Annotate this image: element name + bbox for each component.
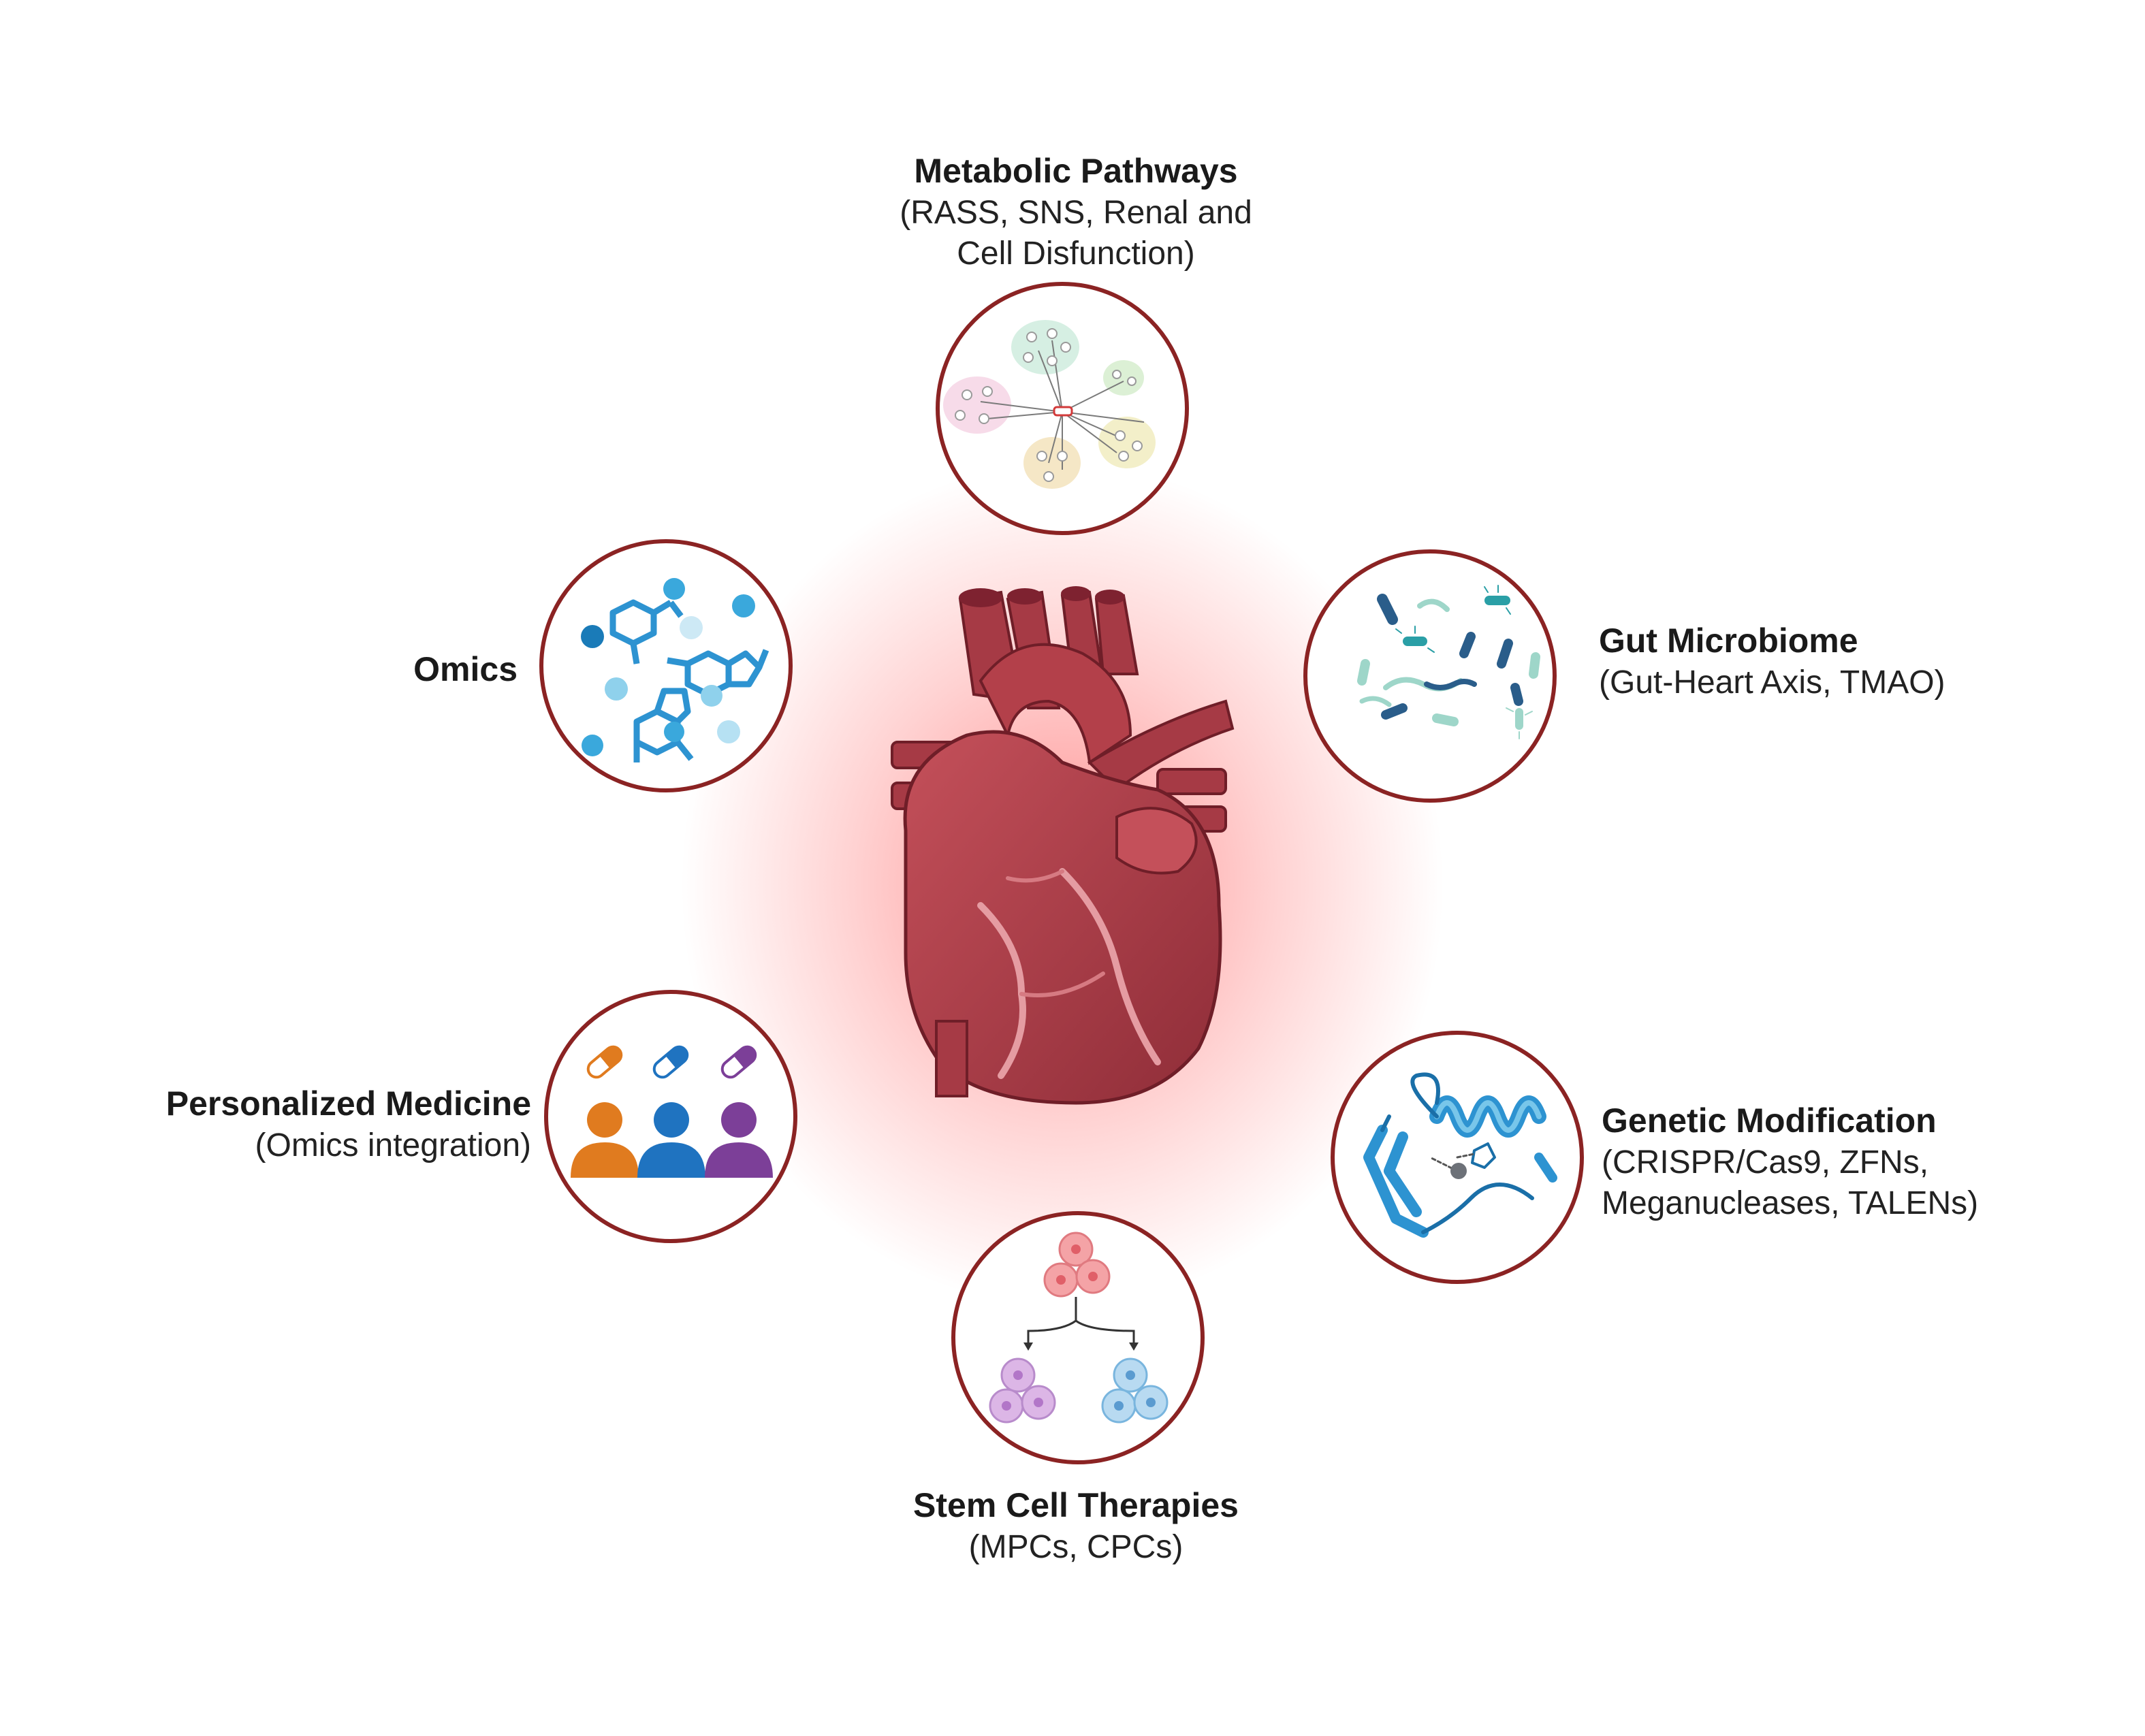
genetic-title: Genetic Modification bbox=[1602, 1102, 1937, 1140]
molecule-icon bbox=[581, 578, 769, 762]
genetic-node-circle bbox=[1331, 1031, 1584, 1284]
metabolic-subtitle-line-1: (RASS, SNS, Renal and bbox=[900, 194, 1252, 231]
metal-ion-dot bbox=[1450, 1163, 1467, 1179]
gut-label: Gut Microbiome (Gut-Heart Axis, TMAO) bbox=[1599, 620, 2062, 703]
patients-with-pills-icon bbox=[571, 1045, 773, 1178]
personalized-title: Personalized Medicine bbox=[165, 1084, 531, 1123]
stem-label: Stem Cell Therapies (MPCs, CPCs) bbox=[838, 1484, 1314, 1568]
personalized-node-circle bbox=[544, 990, 797, 1243]
metabolic-title: Metabolic Pathways bbox=[914, 152, 1238, 190]
metabolic-label: Metabolic Pathways (RASS, SNS, Renal and… bbox=[824, 150, 1328, 274]
omics-title: Omics bbox=[413, 650, 518, 688]
heart-icon bbox=[891, 586, 1235, 1105]
genetic-subtitle-line-2: Meganucleases, TALENs) bbox=[1602, 1185, 1979, 1221]
pathway-network-icon bbox=[943, 320, 1156, 489]
stem-subtitle-line-1: (MPCs, CPCs) bbox=[968, 1528, 1183, 1565]
metabolic-node-circle bbox=[936, 282, 1189, 535]
personalized-subtitle-line-1: (Omics integration) bbox=[255, 1127, 531, 1163]
gut-node-circle bbox=[1303, 549, 1557, 803]
stem-cell-differentiation-icon bbox=[989, 1232, 1169, 1424]
omics-label: Omics bbox=[313, 648, 518, 691]
genetic-subtitle-line-1: (CRISPR/Cas9, ZFNs, bbox=[1602, 1144, 1929, 1180]
genetic-label: Genetic Modification (CRISPR/Cas9, ZFNs,… bbox=[1602, 1099, 2092, 1224]
omics-node-circle bbox=[539, 539, 793, 792]
gut-title: Gut Microbiome bbox=[1599, 622, 1858, 660]
protein-structure-icon bbox=[1363, 1072, 1557, 1238]
stem-title: Stem Cell Therapies bbox=[913, 1486, 1239, 1524]
gut-subtitle-line-1: (Gut-Heart Axis, TMAO) bbox=[1599, 664, 1945, 701]
bacteria-icon bbox=[1357, 585, 1540, 739]
stem-node-circle bbox=[951, 1211, 1205, 1464]
metabolic-subtitle-line-2: Cell Disfunction) bbox=[957, 235, 1195, 272]
personalized-label: Personalized Medicine (Omics integration… bbox=[82, 1082, 531, 1166]
